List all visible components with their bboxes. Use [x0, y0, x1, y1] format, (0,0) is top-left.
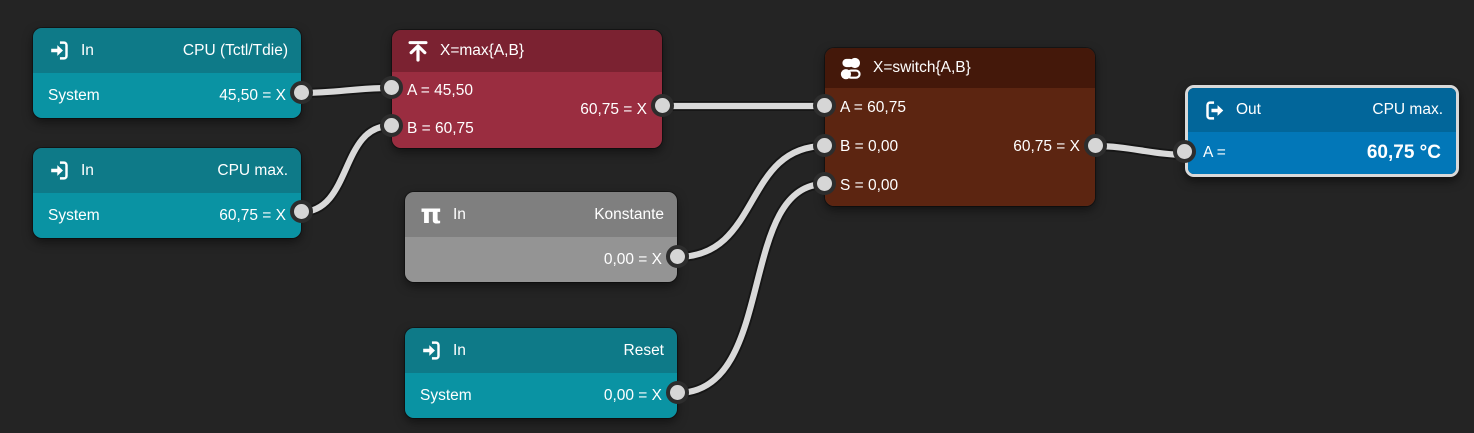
input-b-label: B = 60,75	[407, 120, 474, 137]
input-port-b[interactable]	[380, 114, 403, 137]
output-value: 60,75 = X	[219, 206, 286, 224]
node-type-label: X=max{A,B}	[440, 42, 525, 59]
wire-cpu-max-to-max-b[interactable]	[297, 122, 394, 216]
input-port-a[interactable]	[380, 76, 403, 99]
sign-in-icon	[418, 339, 444, 363]
output-value: 60,75 = X	[1013, 138, 1080, 155]
pi-icon: π	[418, 198, 444, 230]
node-header[interactable]: In CPU (Tctl/Tdie)	[33, 28, 301, 73]
input-b-label: B = 0,00	[840, 137, 899, 155]
node-type-label: X=switch{A,B}	[873, 59, 971, 76]
node-out-cpu-max[interactable]: Out CPU max. A = 60,75 °C	[1173, 85, 1459, 177]
node-konstante[interactable]: π In Konstante 0,00 = X	[405, 192, 689, 282]
value-row: System 45,50 = X	[33, 73, 301, 118]
input-port-b[interactable]	[813, 134, 836, 157]
value-row: 0,00 = X	[405, 237, 677, 282]
node-header[interactable]: In Reset	[405, 328, 677, 373]
value-row: System 0,00 = X	[405, 373, 677, 418]
node-body: System 60,75 = X	[33, 193, 301, 238]
input-port-a[interactable]	[1173, 140, 1196, 163]
node-in-cpu-max[interactable]: In CPU max. System 60,75 = X	[33, 148, 313, 238]
node-type-label: Out	[1236, 101, 1261, 118]
wire-shadow	[672, 179, 830, 398]
node-header[interactable]: In CPU max.	[33, 148, 301, 193]
input-rows: A = 60,75 B = 0,00 S = 0,00	[825, 88, 1095, 206]
input-row: B = 0,00	[825, 138, 1095, 156]
input-s-label: S = 0,00	[840, 177, 899, 195]
node-body: A = 60,75 °C	[1188, 132, 1456, 174]
value-row: System 60,75 = X	[33, 193, 301, 238]
node-header[interactable]: π In Konstante	[405, 192, 677, 237]
output-value: 60,75 = X	[580, 101, 647, 118]
output-value: 0,00 = X	[603, 250, 662, 268]
sign-in-icon	[46, 159, 72, 183]
value-row: A = 60,75 °C	[1188, 132, 1456, 174]
node-type-label: In	[453, 205, 466, 223]
output-port[interactable]	[290, 81, 313, 104]
input-row: A = 60,75	[825, 99, 1095, 117]
node-type-label: In	[81, 161, 94, 179]
wire-konstante-to-switch-b[interactable]	[673, 142, 829, 261]
input-port-s[interactable]	[813, 172, 836, 195]
switch-icon	[838, 56, 864, 80]
node-header[interactable]: X=switch{A,B}	[825, 48, 1095, 88]
node-switch[interactable]: X=switch{A,B} A = 60,75 B = 0,00 S = 0,0…	[813, 48, 1107, 206]
source-label: System	[48, 206, 100, 224]
sign-in-icon	[46, 39, 72, 63]
input-port-a[interactable]	[813, 94, 836, 117]
pi-glyph: π	[420, 198, 442, 230]
output-value: 0,00 = X	[603, 386, 662, 404]
node-max[interactable]: X=max{A,B} A = 45,50 B = 60,75 60,75 = X	[380, 30, 674, 148]
output-port[interactable]	[290, 200, 313, 223]
node-title: Konstante	[594, 205, 664, 223]
source-label: System	[420, 386, 472, 404]
input-row: B = 60,75	[392, 120, 662, 138]
output-port[interactable]	[651, 94, 674, 117]
node-in-reset[interactable]: In Reset System 0,00 = X	[405, 328, 689, 418]
node-body: System 45,50 = X	[33, 73, 301, 118]
output-port[interactable]	[666, 245, 689, 268]
output-temperature-value: 60,75 °C	[1366, 142, 1441, 163]
output-port[interactable]	[666, 381, 689, 404]
sign-out-icon	[1201, 98, 1227, 122]
node-type-label: In	[81, 41, 94, 59]
node-title: CPU max.	[217, 161, 288, 179]
node-type-label: In	[453, 341, 466, 359]
output-port[interactable]	[1084, 134, 1107, 157]
node-in-cpu-tctl[interactable]: In CPU (Tctl/Tdie) System 45,50 = X	[33, 28, 313, 118]
node-body: A = 60,75 B = 0,00 S = 0,00 60,75 = X	[825, 88, 1095, 206]
node-body: 0,00 = X	[405, 237, 677, 282]
node-header[interactable]: Out CPU max.	[1188, 88, 1456, 132]
input-a-label: A = 45,50	[407, 82, 473, 99]
output-value: 45,50 = X	[219, 86, 286, 104]
input-row: S = 0,00	[825, 177, 1095, 195]
input-a-label: A =	[1203, 144, 1226, 161]
node-title: CPU max.	[1372, 101, 1443, 118]
input-row: A = 45,50	[392, 82, 662, 100]
node-body: A = 45,50 B = 60,75 60,75 = X	[392, 72, 662, 148]
source-label: System	[48, 86, 100, 104]
node-header[interactable]: X=max{A,B}	[392, 30, 662, 72]
input-a-label: A = 60,75	[840, 98, 906, 116]
wire-reset-to-switch-s[interactable]	[673, 180, 829, 397]
node-title: CPU (Tctl/Tdie)	[182, 41, 288, 59]
node-title: Reset	[623, 341, 665, 359]
input-rows: A = 45,50 B = 60,75	[392, 72, 662, 148]
node-body: System 0,00 = X	[405, 373, 677, 418]
max-icon	[405, 39, 431, 63]
